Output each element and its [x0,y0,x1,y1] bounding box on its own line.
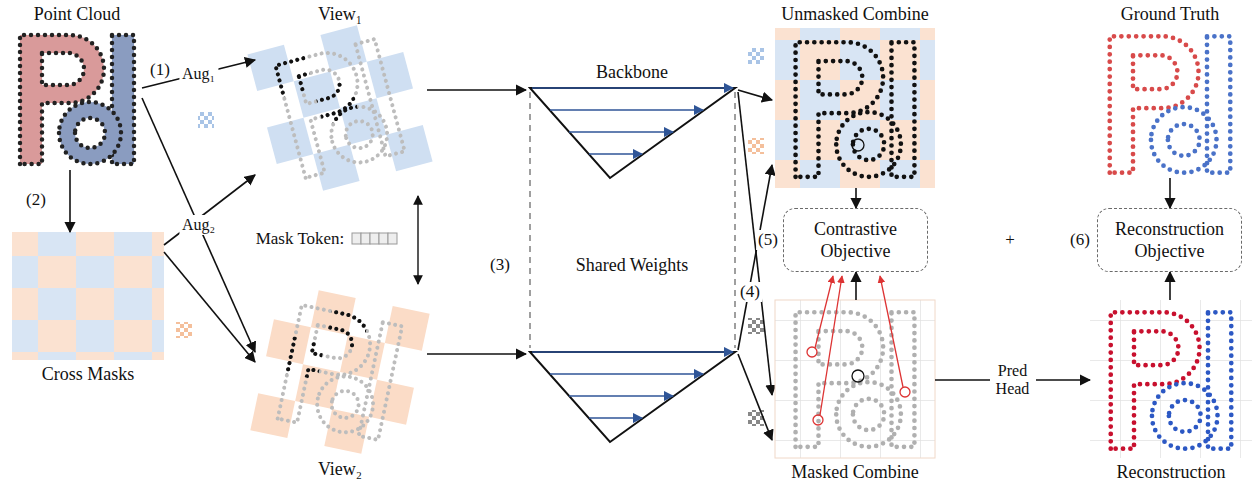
callout-number: (5) [756,230,780,250]
edge-label: Aug₁ [179,64,218,84]
image-panel: Ground Truth [1095,2,1245,178]
annotation-label: Mask Token: [254,229,347,249]
plus-sign: + [1003,230,1017,250]
image-panel: Reconstruction [1090,300,1252,484]
connector-arrow [164,175,255,245]
callout-number: (4) [738,282,762,302]
objective-box: Contrastive Objective [783,208,928,272]
callout-number: (1) [148,60,172,80]
box-label: Contrastive Objective [790,218,921,262]
panel-heading: Reconstruction [1117,460,1226,484]
callout-number: (3) [488,255,512,275]
connector-arrow [855,188,857,208]
panel-heading: View₁ [318,2,362,26]
connector-arrow [855,272,857,300]
image-panel: View₂ [255,290,425,481]
connector-arrow [142,98,255,352]
callout-number: (2) [24,190,48,210]
panel-heading: View₂ [318,457,362,481]
connector-arrow [164,252,255,362]
image-panel: Unmasked Combine [775,2,935,188]
connector-arrow [69,170,71,232]
panel-heading: Unmasked Combine [781,2,928,26]
objective-box: Reconstruction Objective [1097,208,1242,272]
panel-heading: Point Cloud [34,2,121,26]
box-label: Reconstruction Objective [1104,218,1235,262]
connector-arrow [1169,178,1171,208]
annotation-label: Backbone [594,62,670,82]
callout-number: (6) [1068,230,1092,250]
image-panel: Masked Combine [775,300,935,484]
image-panel: View₁ [255,2,425,188]
edge-label: Aug₂ [179,215,218,235]
panel-heading: Cross Masks [42,362,135,386]
edge-label: Pred Head [990,361,1036,399]
image-panel: Point Cloud [12,2,142,170]
image-panel: Cross Masks [12,232,164,386]
panel-heading: Masked Combine [791,460,919,484]
panel-heading: Ground Truth [1121,2,1220,26]
connector-arrow [142,60,255,88]
connector-arrow [1169,272,1171,300]
annotation-label: Shared Weights [574,255,691,275]
